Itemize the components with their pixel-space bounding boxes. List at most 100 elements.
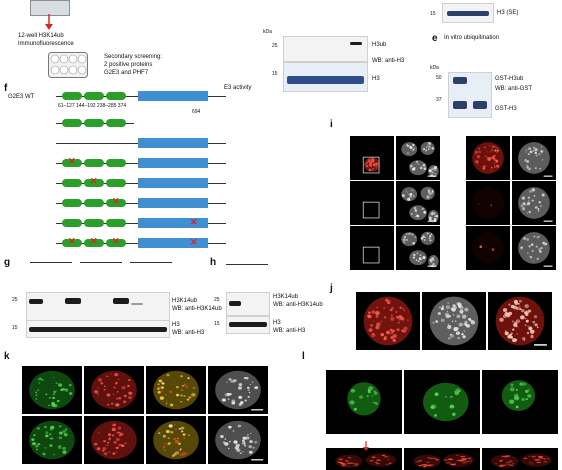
panel-i-h3k14ub-image [350, 136, 394, 180]
panel-i-dapi-image [396, 226, 440, 270]
phd-domain [106, 179, 126, 187]
panel-g-m25: 25 [12, 297, 18, 303]
hect-domain [138, 198, 208, 208]
panel-f-e3-header: E3 activity [224, 85, 252, 91]
phd-domain [84, 159, 104, 167]
panel-e-gst-h3: GST-H3 [495, 106, 517, 112]
panel-h-m15: 15 [214, 321, 220, 327]
construct-diagram: ✕✕✕✕ [56, 236, 246, 250]
phd-domain [62, 92, 82, 100]
phd-domain [62, 179, 82, 187]
panel-i-dapi-image [396, 136, 440, 180]
panel-h-label2b: WB: anti-H3 [273, 328, 306, 334]
panel-e-wb: WB: anti-GST [495, 86, 533, 92]
secondary-screen-line2: 2 positive proteins [104, 62, 153, 68]
hect-domain [138, 218, 208, 228]
panel-k-image [146, 366, 206, 414]
h3se-marker: 15 [430, 11, 436, 17]
panel-i-h3k14ub-image [466, 226, 510, 270]
mutation-x-icon: ✕ [68, 156, 76, 166]
panel-l-h3k14ub-image [482, 448, 558, 470]
panel-l-gfp-image [482, 370, 558, 434]
panel-h-headers [222, 256, 302, 296]
plate-text-1: 12-well H3K14ub [18, 33, 64, 39]
panel-g-label2: H3 [172, 322, 180, 328]
panel-g-label2b: WB: anti-H3 [172, 330, 205, 336]
mutation-x-icon: ✕ [190, 237, 198, 247]
panel-g-headers [20, 254, 172, 294]
phd-domain [106, 92, 126, 100]
panel-k-image [84, 416, 144, 464]
panel-e-m50: 50 [436, 75, 442, 81]
panel-h-label: h [210, 257, 217, 268]
panel-k-image [208, 366, 268, 414]
panel-l-gfp-image [326, 370, 402, 434]
panel-f-construct-list: ✕✕✕✕✕✕✕✕ [0, 116, 245, 276]
secondary-screen-line1: Secondary screening: [104, 54, 163, 60]
construct-diagram: ✕ [56, 177, 246, 190]
phd-domain [106, 219, 126, 227]
h3se-membrane [442, 3, 494, 23]
group-divider [30, 262, 72, 263]
hect-domain [138, 238, 208, 248]
panel-k-image [22, 416, 82, 464]
panel-i-dapi-image [512, 181, 556, 225]
panel-e-title: In vitro ubiquitination [444, 35, 500, 41]
hect-domain [138, 138, 208, 148]
blot-d-sign-table [283, 0, 367, 40]
blot-d-wb-label: WB: anti-H3 [372, 58, 405, 64]
panel-i-h3k14ub-image [350, 226, 394, 270]
blot-d-h3ub-membrane [283, 36, 368, 62]
panel-h-h3-membrane [226, 316, 270, 334]
panel-i-h3k14ub-image [466, 181, 510, 225]
panel-l-label: l [302, 351, 305, 362]
blot-d-marker-25: 25 [272, 43, 278, 49]
panel-e-sign-table [455, 45, 562, 75]
blot-d-h3-label: H3 [372, 76, 380, 82]
panel-f-label: f [4, 83, 8, 94]
panel-g-m15: 15 [12, 325, 18, 331]
panel-f-r694: 694 [192, 109, 201, 115]
hect-domain [138, 158, 208, 168]
construct-diagram: ✕ [56, 197, 246, 210]
panel-f-wt-label: G2E3 WT [8, 94, 35, 100]
hect-domain [138, 178, 208, 188]
plate-text-2: Immunofluorescence [18, 41, 74, 47]
panel-h-label1: H3K14ub [273, 294, 299, 300]
panel-l-gfp-image [404, 370, 480, 434]
panel-k-label: k [4, 351, 10, 362]
panel-i-label: i [330, 119, 333, 130]
panel-e-m37: 37 [436, 97, 442, 103]
panel-e-kda: kDa [430, 65, 439, 71]
construct-diagram [56, 138, 246, 150]
panel-k-grid [6, 350, 276, 470]
panel-l-grid [304, 360, 562, 470]
secondary-screen-line3: G2E3 and PHF7 [104, 70, 149, 76]
phd-domain [62, 159, 82, 167]
group-divider [80, 262, 122, 263]
group-divider [130, 262, 172, 263]
blot-d-marker-15: 15 [272, 71, 278, 77]
panel-h-label1b: WB: anti-H3K14ub [273, 302, 323, 308]
panel-g-label1: H3K14ub [172, 298, 198, 304]
phd-domain [62, 219, 82, 227]
phd-domain [106, 199, 126, 207]
panel-h-m25: 25 [214, 297, 220, 303]
phd-domain [84, 219, 104, 227]
panel-k-image [84, 366, 144, 414]
panel-e-membrane [448, 72, 492, 118]
panel-i-h3k14ub-image [350, 181, 394, 225]
blot-d-h3-membrane [283, 62, 368, 92]
panel-k-image [22, 366, 82, 414]
panel-i-dapi-image [512, 136, 556, 180]
h3se-label: H3 (SE) [497, 10, 519, 16]
mutation-x-icon: ✕ [68, 236, 76, 246]
phd-domain [84, 119, 104, 127]
phd-domain [84, 179, 104, 187]
panel-l-h3k14ub-image [326, 448, 402, 470]
well-plate-icon [48, 52, 88, 78]
panel-h-h3k14ub-membrane [226, 292, 270, 316]
phd-domain [106, 119, 126, 127]
mutation-x-icon: ✕ [90, 236, 98, 246]
construct-diagram: ✕ [56, 156, 246, 170]
